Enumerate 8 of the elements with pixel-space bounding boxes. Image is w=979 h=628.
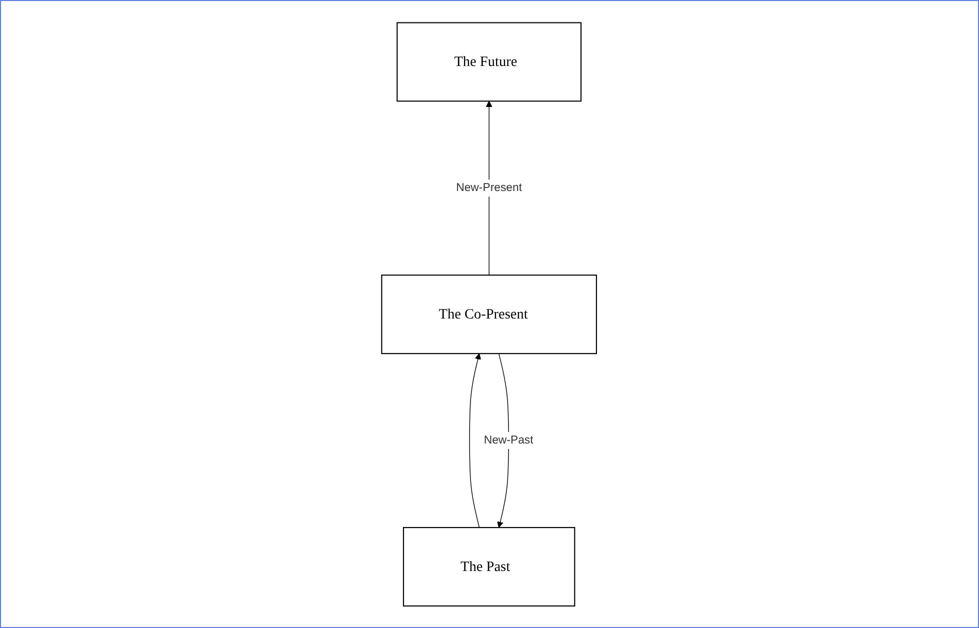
node-box: The Co-Present — [382, 274, 598, 354]
node-box: The Past — [403, 526, 576, 606]
node-box: The Future — [397, 22, 582, 102]
edge-label: New-Present — [456, 181, 522, 194]
arrow — [470, 352, 482, 528]
edge-label: New-Past — [484, 434, 534, 446]
arrow — [486, 100, 493, 276]
arrow — [498, 352, 510, 528]
